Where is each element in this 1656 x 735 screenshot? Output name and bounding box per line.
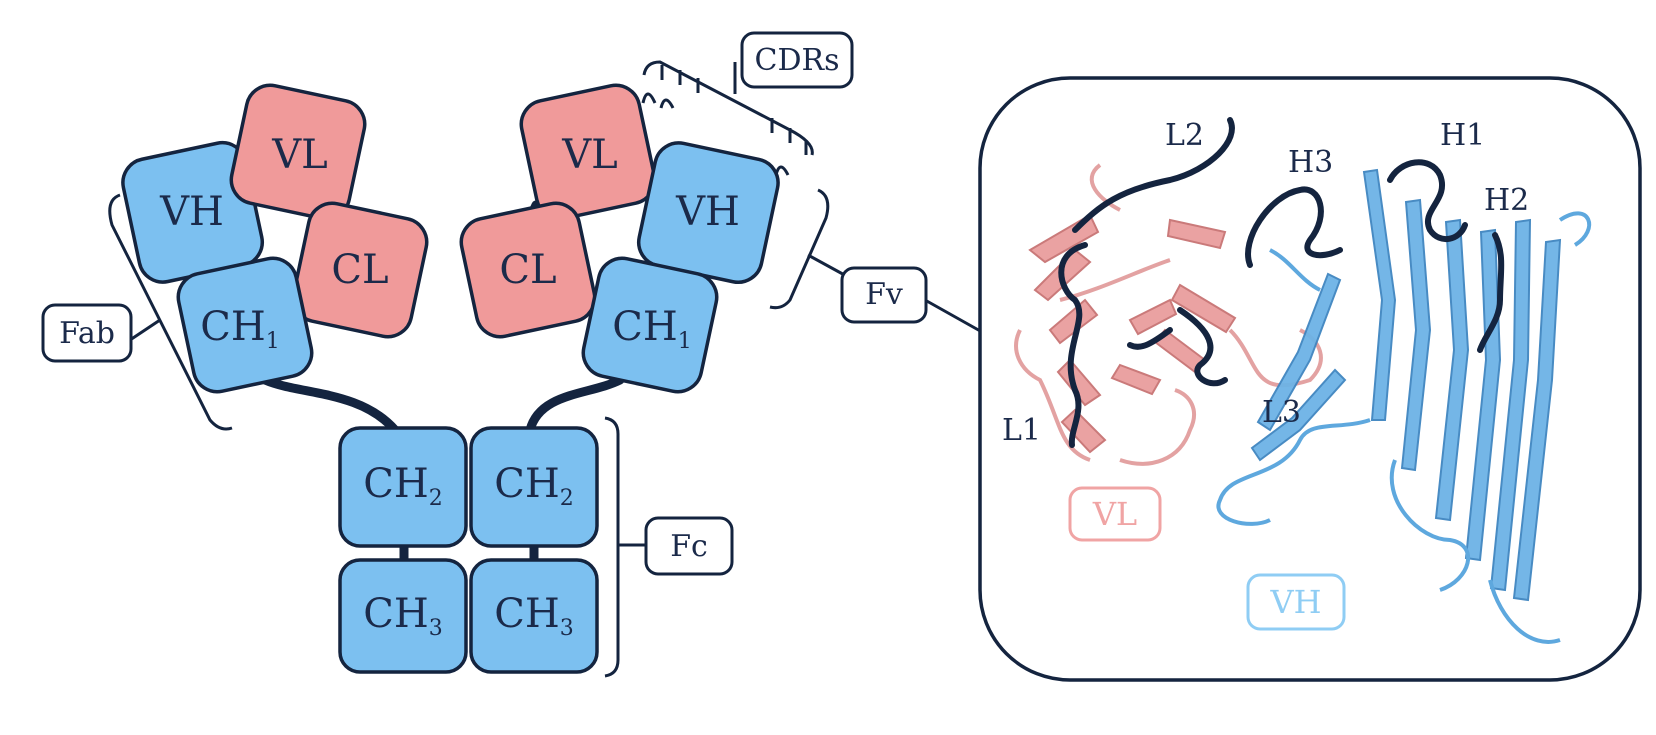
svg-text:CH1: CH1: [200, 304, 280, 354]
vh-chain-label: VH: [1246, 573, 1346, 631]
svg-text:VL: VL: [561, 132, 617, 178]
loop-l3: [1177, 307, 1228, 387]
svg-text:CH3: CH3: [494, 591, 574, 641]
svg-text:CDRs: CDRs: [755, 43, 840, 78]
svg-text:CH2: CH2: [363, 461, 443, 511]
vh-ribbon: [1250, 168, 1562, 602]
svg-text:VL: VL: [1092, 495, 1137, 533]
left-ch2-domain: CH2: [338, 426, 468, 548]
label-l3: L3: [1262, 395, 1301, 430]
right-vh-domain: VH: [636, 141, 780, 285]
fab-bracket: [108, 193, 233, 431]
fv-connector: [924, 298, 983, 334]
fv-structure-panel: L2 L1 L3 H3 H1 H2 VL VH: [978, 76, 1642, 682]
svg-text:VH: VH: [675, 189, 740, 235]
left-cl-domain: CL: [291, 201, 429, 339]
svg-text:VH: VH: [159, 189, 224, 235]
svg-text:CH1: CH1: [612, 304, 692, 354]
label-h3: H3: [1288, 145, 1333, 180]
fab-tag: Fab: [41, 303, 133, 363]
loop-l2: [1072, 117, 1235, 233]
svg-text:Fv: Fv: [865, 277, 903, 312]
left-vl-domain: VL: [229, 83, 367, 221]
label-h1: H1: [1440, 118, 1485, 153]
right-cl-domain: CL: [459, 201, 597, 339]
cdr-loops: [1058, 117, 1505, 448]
right-ch3-domain: CH3: [469, 558, 599, 674]
label-h2: H2: [1484, 183, 1529, 218]
left-ch3-domain: CH3: [338, 558, 468, 674]
right-ch1-domain: CH1: [581, 256, 719, 394]
svg-text:CL: CL: [331, 247, 388, 293]
fc-bracket: [604, 416, 646, 678]
loop-l1: [1058, 242, 1088, 448]
antibody-schematic: VH VL CL CH1 VL CL VH CH1: [41, 31, 983, 678]
svg-text:VH: VH: [1269, 583, 1321, 621]
left-ch1-domain: CH1: [176, 256, 314, 394]
label-l2: L2: [1165, 118, 1204, 153]
svg-text:CH3: CH3: [363, 591, 443, 641]
cdrs-bracket: [642, 60, 814, 156]
fv-tag: Fv: [840, 266, 928, 324]
svg-text:CL: CL: [499, 247, 556, 293]
vh-coil: [1216, 211, 1592, 644]
right-ch2-domain: CH2: [469, 426, 599, 548]
loop-h3: [1245, 186, 1343, 268]
svg-text:CH2: CH2: [494, 461, 574, 511]
right-vl-domain: VL: [519, 83, 657, 221]
svg-text:Fab: Fab: [59, 316, 115, 351]
fv-bracket: [769, 188, 851, 310]
fc-tag: Fc: [644, 516, 734, 576]
svg-text:Fc: Fc: [670, 529, 708, 564]
vl-chain-label: VL: [1068, 486, 1162, 542]
loop-h1: [1387, 159, 1468, 242]
cdrs-tag: CDRs: [740, 31, 854, 89]
loop-h2: [1477, 232, 1505, 353]
label-l1: L1: [1002, 413, 1041, 448]
svg-text:VL: VL: [271, 132, 327, 178]
